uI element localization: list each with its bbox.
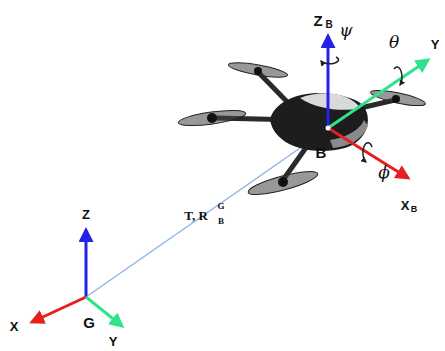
angle-label: θ	[389, 34, 399, 51]
angle-label: ϕ	[378, 164, 390, 181]
axis-label: Y	[431, 38, 440, 51]
transform-superscript: G	[217, 202, 224, 211]
axis-label: Z	[82, 208, 90, 221]
axis-subscript: B	[325, 20, 332, 30]
translation-line	[86, 130, 326, 297]
axis-subscript: B	[411, 205, 418, 214]
axis-label: Z	[313, 13, 322, 28]
axis-label: X	[401, 199, 410, 212]
axis-label: Y	[109, 335, 118, 348]
transform-subscript: B	[218, 217, 224, 226]
axis-label: X	[10, 320, 19, 333]
transform-label: T, R	[184, 209, 208, 222]
angle-label: ψ	[339, 22, 352, 39]
frame-label: B	[316, 145, 327, 160]
frame-label: G	[83, 315, 95, 330]
